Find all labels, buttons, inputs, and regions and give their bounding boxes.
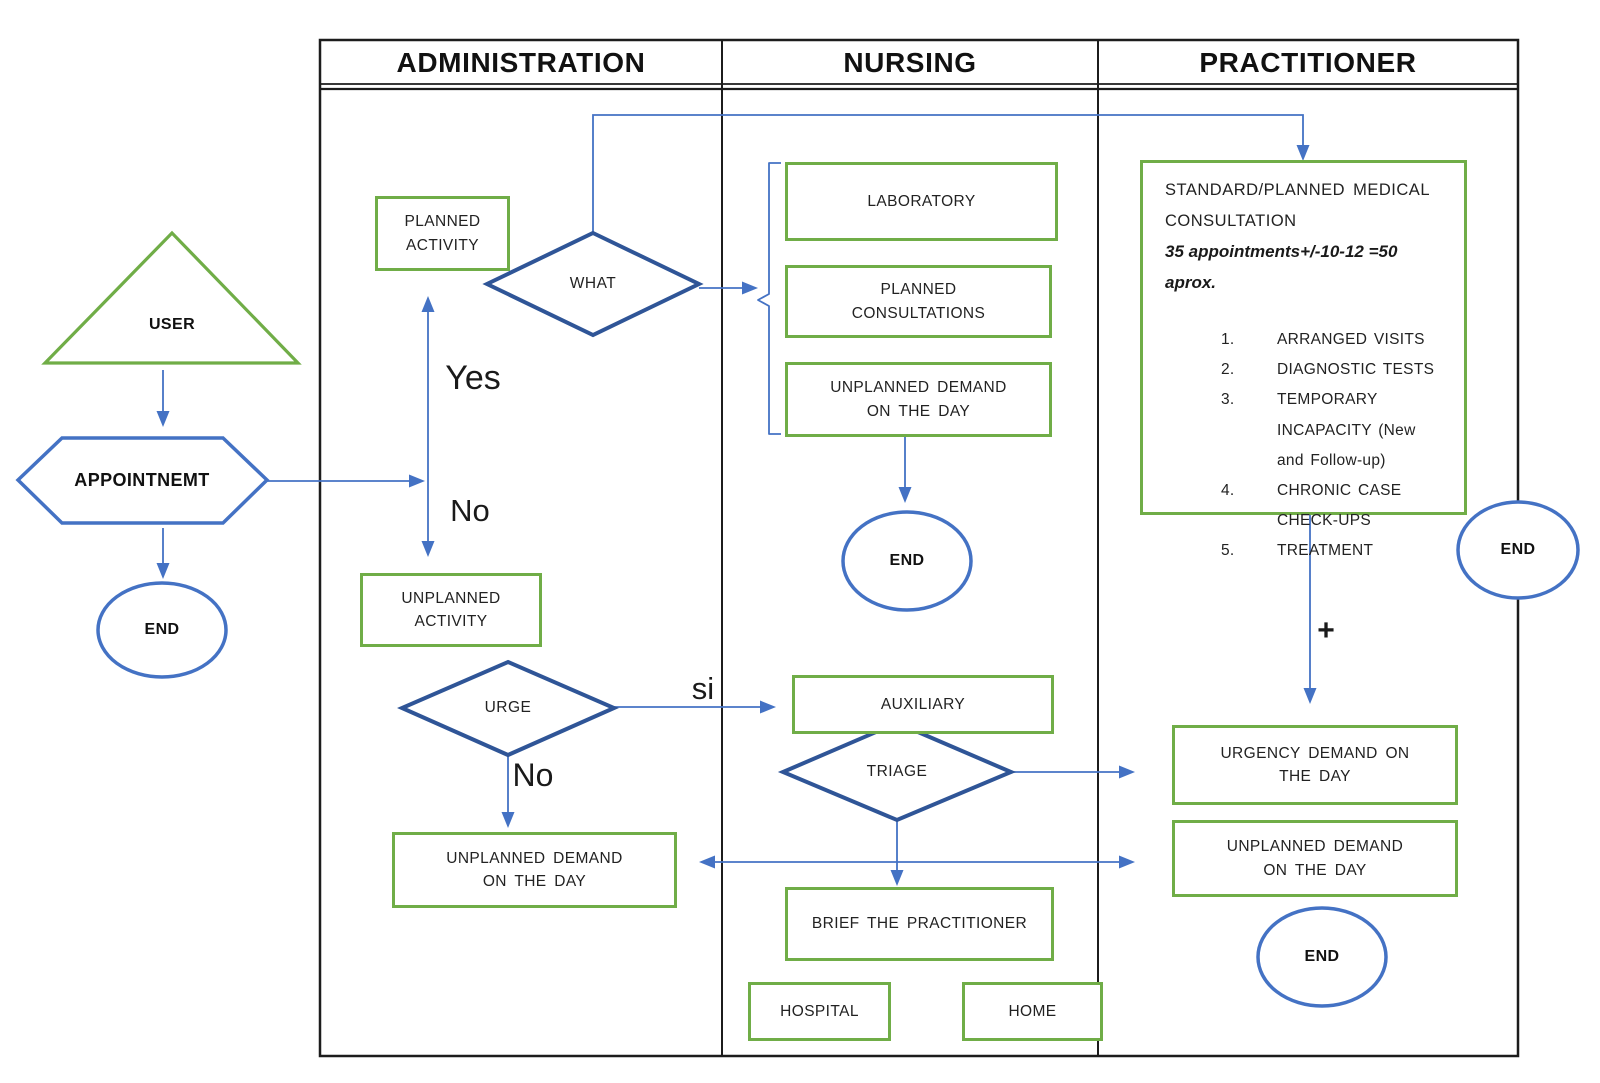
planned-consultations-box: PLANNED CONSULTATIONS: [785, 265, 1052, 338]
end-label-right: END: [1500, 541, 1536, 559]
consultation-list: 1. ARRANGED VISITS 2. DIAGNOSTIC TESTS 3…: [1165, 325, 1448, 567]
si-branch-label: si: [691, 671, 715, 707]
yes-branch-label: Yes: [445, 359, 501, 398]
list-item: 5. TREATMENT: [1165, 536, 1448, 566]
list-item-number: 3.: [1221, 391, 1235, 409]
appointment-label: APPOINTNEMT: [74, 469, 210, 490]
practitioner-unplanned-demand-box: UNPLANNED DEMAND ON THE DAY: [1172, 820, 1458, 897]
list-item-number: 4.: [1221, 482, 1235, 499]
brief-practitioner-box: BRIEF THE PRACTITIONER: [785, 887, 1054, 961]
list-item: 4. CHRONIC CASE CHECK-UPS: [1165, 476, 1448, 536]
list-item: 3. TEMPORARY INCAPACITY (New and Follow-…: [1165, 385, 1448, 476]
list-item-number: 5.: [1221, 542, 1235, 560]
plus-label: +: [1317, 613, 1335, 647]
urgency-demand-box: URGENCY DEMAND ON THE DAY: [1172, 725, 1458, 805]
hospital-box: HOSPITAL: [748, 982, 891, 1041]
user-triangle: [41, 230, 302, 365]
auxiliary-box: AUXILIARY: [792, 675, 1054, 734]
triage-diamond: [777, 720, 1017, 823]
consultation-subtitle: 35 appointments+/-10-12 =50 aprox.: [1165, 242, 1398, 293]
end-ellipse-intake: [96, 581, 228, 679]
lane-header-administration: ADMINISTRATION: [396, 47, 646, 79]
home-box: HOME: [962, 982, 1103, 1041]
list-item-text: ARRANGED VISITS: [1277, 330, 1425, 348]
end-ellipse-practitioner-bottom: [1256, 906, 1388, 1008]
end-ellipse-right: [1456, 500, 1580, 600]
nursing-group-bracket: [757, 162, 781, 435]
end-label-practitioner-bottom: END: [1304, 948, 1340, 966]
appointment-hexagon: [15, 436, 270, 525]
nursing-unplanned-demand-box: UNPLANNED DEMAND ON THE DAY: [785, 362, 1052, 437]
list-item-number: 2.: [1221, 361, 1235, 379]
lane-header-nursing: NURSING: [843, 47, 977, 79]
end-ellipse-nursing: [841, 510, 973, 612]
list-item-text: TEMPORARY INCAPACITY (New and Follow-up): [1277, 391, 1416, 469]
unplanned-activity-box: UNPLANNED ACTIVITY: [360, 573, 542, 647]
consultation-title: STANDARD/PLANNED MEDICAL CONSULTATION: [1165, 181, 1430, 230]
no-branch-label: No: [450, 493, 490, 529]
triage-diamond-label: TRIAGE: [866, 762, 928, 780]
lane-header-practitioner: PRACTITIONER: [1199, 47, 1417, 79]
what-diamond-label: WHAT: [569, 274, 617, 292]
list-item-text: CHRONIC CASE CHECK-UPS: [1277, 482, 1402, 530]
planned-activity-box: PLANNED ACTIVITY: [375, 196, 510, 271]
arrow-what-to-consultation: [592, 114, 1310, 233]
end-label-nursing: END: [889, 552, 925, 570]
urge-diamond: [397, 659, 619, 758]
list-item: 1. ARRANGED VISITS: [1165, 325, 1448, 355]
user-triangle-label: USER: [148, 316, 196, 334]
standard-consultation-box: STANDARD/PLANNED MEDICAL CONSULTATION 35…: [1140, 160, 1467, 559]
urge-diamond-label: URGE: [484, 698, 532, 716]
admin-unplanned-demand-box: UNPLANNED DEMAND ON THE DAY: [392, 832, 677, 908]
end-label-intake: END: [144, 621, 180, 639]
list-item: 2. DIAGNOSTIC TESTS: [1165, 355, 1448, 385]
what-diamond: [482, 230, 704, 338]
list-item-text: TREATMENT: [1277, 542, 1374, 560]
no-branch-label-2: No: [512, 757, 554, 794]
list-item-number: 1.: [1221, 330, 1235, 348]
laboratory-box: LABORATORY: [785, 162, 1058, 241]
list-item-text: DIAGNOSTIC TESTS: [1277, 361, 1435, 379]
